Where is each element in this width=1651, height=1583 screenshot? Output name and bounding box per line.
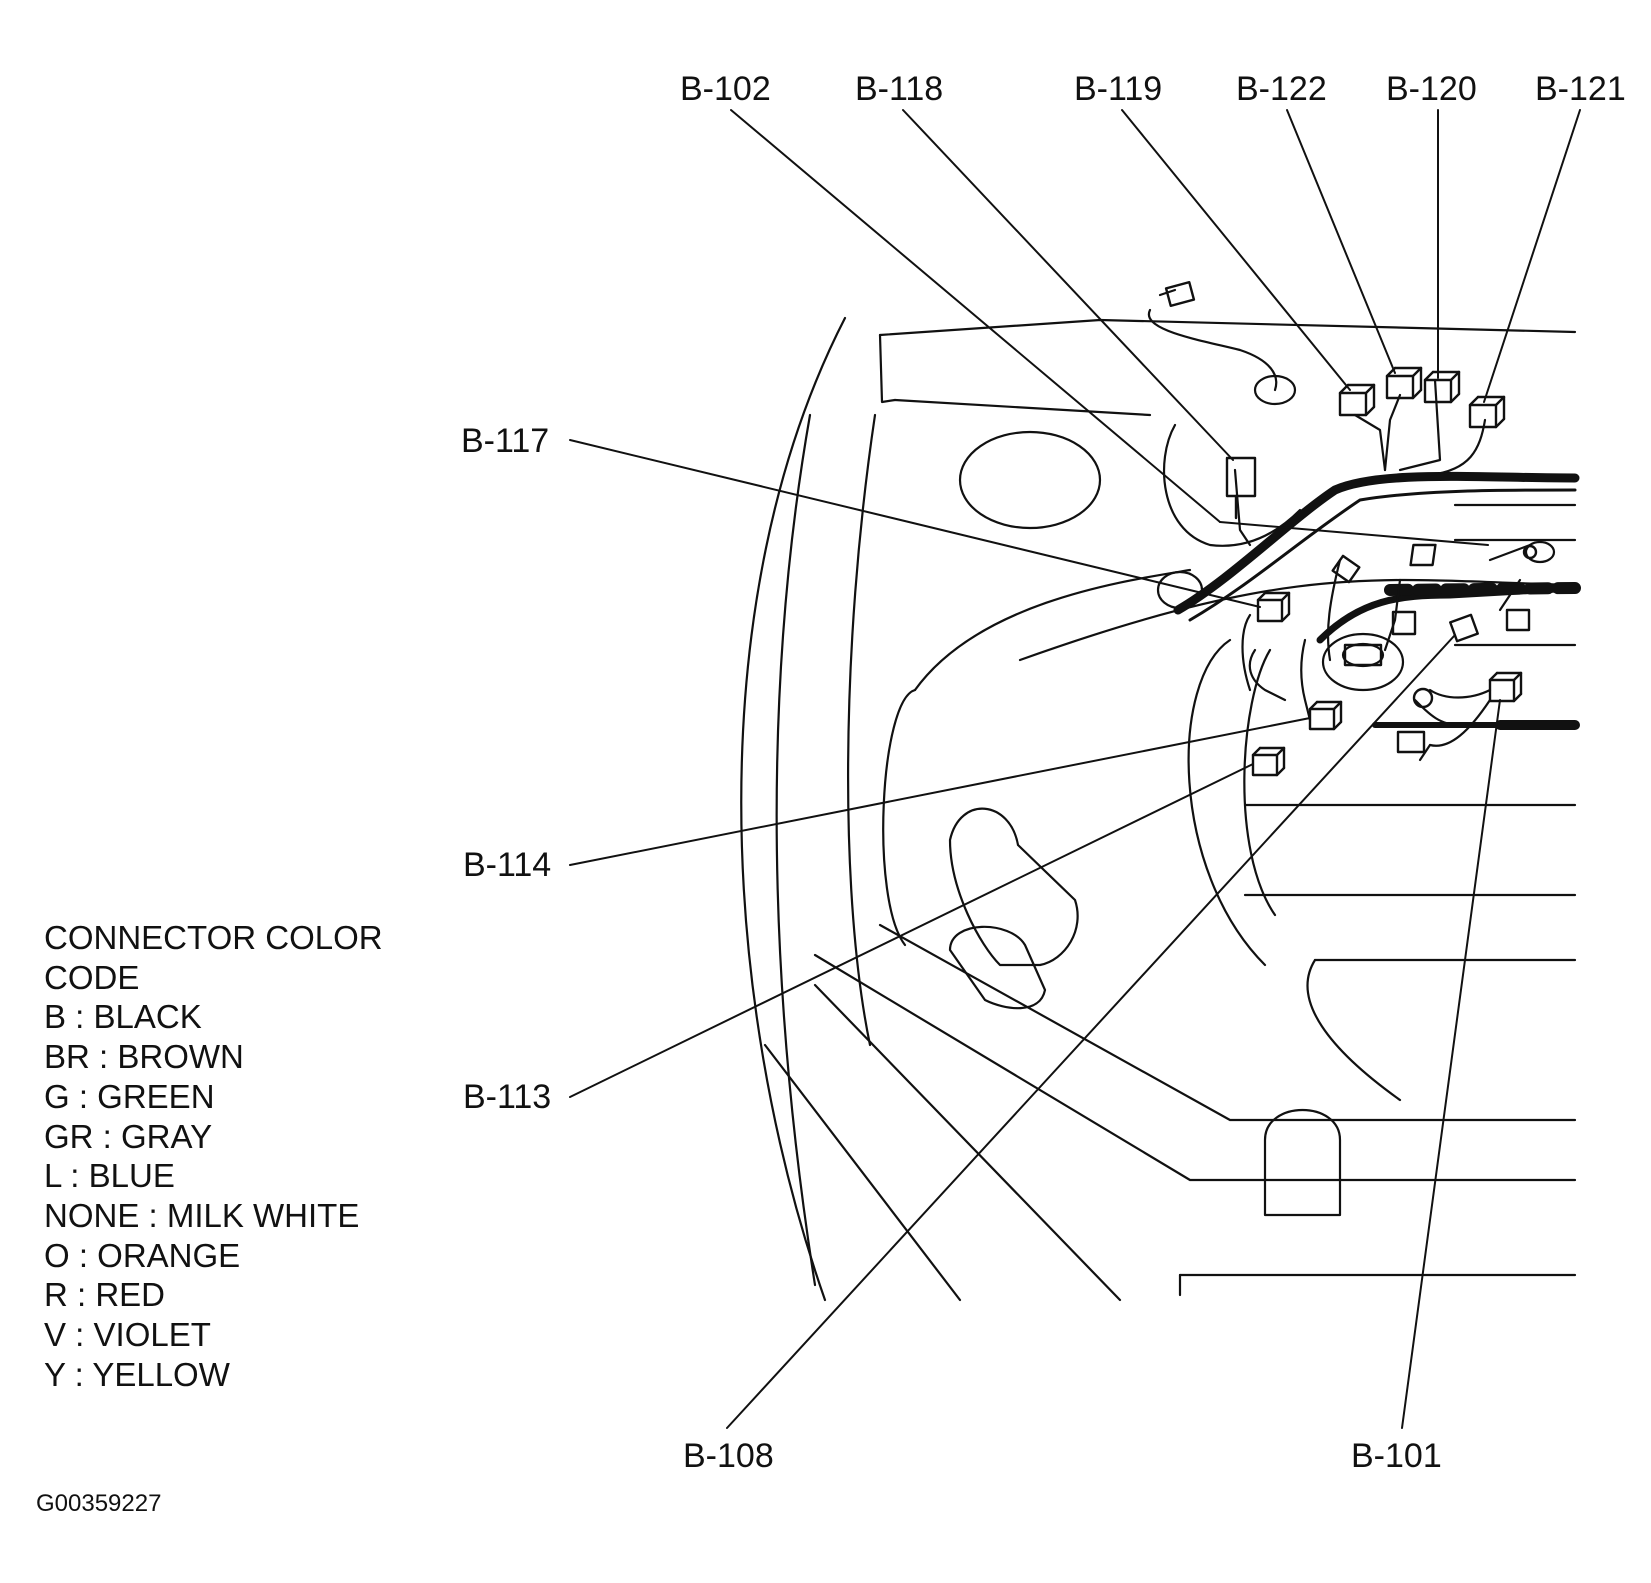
body-outline xyxy=(740,316,1577,1302)
legend-item: Y : YELLOW xyxy=(44,1355,230,1393)
connector-b117 xyxy=(1256,591,1291,623)
leader-lines xyxy=(569,109,1581,1429)
legend-item: BR : BROWN xyxy=(44,1038,244,1076)
legend-item: G : GREEN xyxy=(44,1077,215,1115)
legend-item: L : BLUE xyxy=(44,1157,175,1195)
callout-b108: B-108 xyxy=(683,1437,774,1475)
legend-item: NONE : MILK WHITE xyxy=(44,1196,360,1234)
callout-b101: B-101 xyxy=(1351,1437,1442,1475)
callout-b122: B-122 xyxy=(1236,70,1327,108)
legend-item: B : BLACK xyxy=(44,998,202,1036)
connector-b113 xyxy=(1251,746,1286,777)
wire-harness xyxy=(1147,288,1581,762)
legend-item: R : RED xyxy=(44,1276,166,1314)
legend-title-line2: CODE xyxy=(44,958,140,996)
connector-b120 xyxy=(1423,370,1461,404)
figure-id: G00359227 xyxy=(36,1490,162,1517)
connector-b122 xyxy=(1385,366,1423,400)
connector-b118 xyxy=(1225,456,1257,520)
connector-b108 xyxy=(1449,613,1479,643)
connector-b121 xyxy=(1468,395,1506,429)
legend-item: V : VIOLET xyxy=(44,1316,211,1354)
callout-b119: B-119 xyxy=(1074,70,1163,108)
legend-item: GR : GRAY xyxy=(44,1117,213,1155)
callout-b118: B-118 xyxy=(855,70,944,108)
connector-b102 xyxy=(1409,543,1437,567)
callout-b102: B-102 xyxy=(680,70,771,108)
connector-color-legend: CONNECTOR COLOR CODE B : BLACK BR : BROW… xyxy=(44,918,383,1394)
callout-b114: B-114 xyxy=(463,846,552,884)
connector-b114 xyxy=(1308,700,1343,731)
callout-b117: B-117 xyxy=(461,422,550,460)
connector-b119 xyxy=(1338,383,1376,417)
legend-title-line1: CONNECTOR COLOR xyxy=(44,919,383,956)
callout-b120: B-120 xyxy=(1386,70,1477,108)
callout-b121: B-121 xyxy=(1535,70,1626,108)
connector-b101 xyxy=(1488,671,1523,703)
callout-b113: B-113 xyxy=(463,1078,552,1116)
legend-item: O : ORANGE xyxy=(44,1236,241,1274)
connectors xyxy=(1164,281,1538,777)
